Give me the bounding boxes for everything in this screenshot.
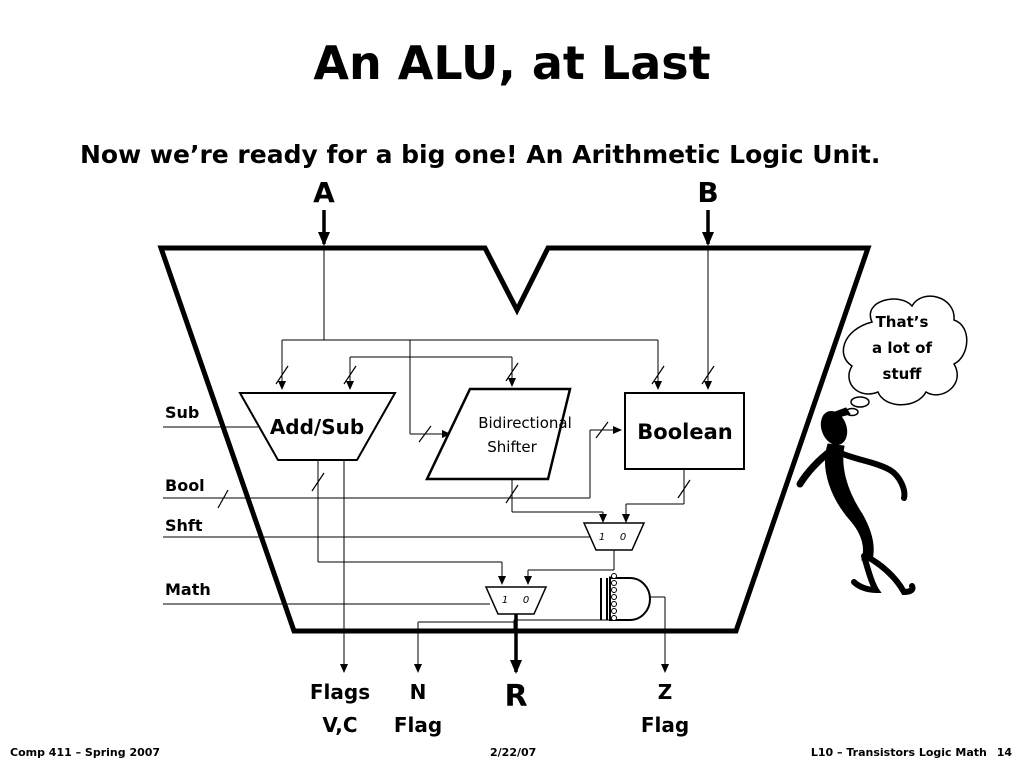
- n-flag-label-line1: N: [410, 680, 427, 704]
- mux-bool-shift: [582, 522, 646, 551]
- input-a-label: A: [313, 176, 335, 209]
- mux1-label-1: 1: [599, 532, 605, 543]
- control-lines: [163, 426, 622, 605]
- control-shft-label: Shft: [165, 516, 203, 535]
- thought-line1: That’s: [876, 313, 929, 331]
- control-math-label: Math: [165, 580, 211, 599]
- mux-math: [484, 586, 548, 615]
- add-sub-block: [238, 392, 397, 461]
- boolean-block: [624, 392, 745, 470]
- slide-title: An ALU, at Last: [313, 36, 711, 90]
- mux2-label-0: 0: [523, 595, 529, 606]
- thought-bubble: [842, 295, 968, 417]
- shifter-block: [425, 387, 572, 481]
- bus-width-marks: [217, 362, 715, 509]
- shifter-label-line2: Shifter: [487, 438, 537, 456]
- footer-page-number: 14: [996, 746, 1012, 759]
- control-sub-label: Sub: [165, 403, 199, 422]
- footer-right-text: L10 – Transistors Logic Math: [810, 746, 987, 759]
- input-b-label: B: [697, 176, 718, 209]
- shifter-label-line1: Bidirectional: [478, 414, 572, 432]
- mux2-label-1: 1: [502, 595, 508, 606]
- add-sub-label: Add/Sub: [270, 415, 364, 439]
- footer-center: 2/22/07: [490, 746, 537, 759]
- mux1-label-0: 0: [620, 532, 626, 543]
- thought-line2: a lot of: [872, 339, 932, 357]
- flags-label-line2: V,C: [322, 713, 357, 737]
- control-bool-label: Bool: [165, 476, 205, 495]
- slide-subtitle: Now we’re ready for a big one! An Arithm…: [80, 140, 881, 169]
- flags-label-line1: Flags: [310, 680, 370, 704]
- footer-left: Comp 411 – Spring 2007: [10, 746, 161, 759]
- bus-wiring: [278, 248, 712, 673]
- zero-detect-gate: [600, 573, 651, 621]
- thinking-figure: [796, 407, 916, 596]
- footer-right: L10 – Transistors Logic Math 14: [811, 746, 1012, 759]
- result-r-label: R: [504, 679, 527, 714]
- n-flag-label-line2: Flag: [394, 713, 442, 737]
- z-flag-label-line1: Z: [658, 680, 673, 704]
- z-flag-label-line2: Flag: [641, 713, 689, 737]
- boolean-label: Boolean: [637, 420, 732, 444]
- thought-line3: stuff: [883, 365, 923, 383]
